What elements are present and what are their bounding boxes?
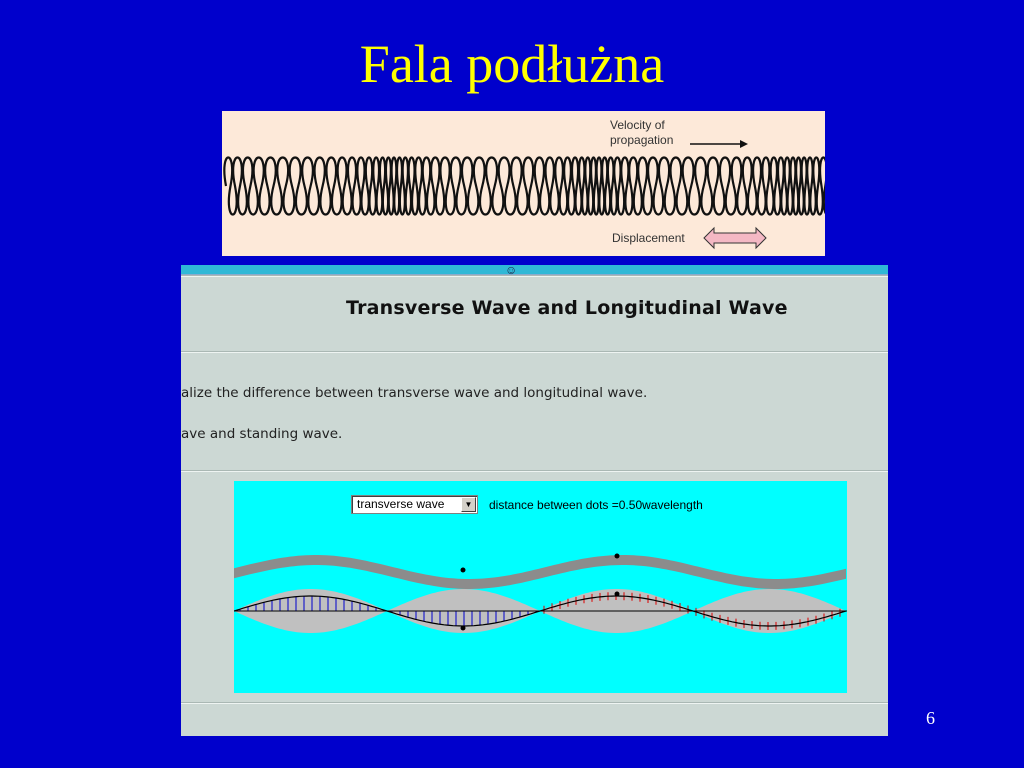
distance-label: distance between dots =0.50wavelength: [489, 498, 703, 512]
frame-topbar: [181, 265, 888, 275]
marker-dot: [460, 625, 466, 631]
displacement-arrow-icon: [703, 226, 767, 250]
displacement-label: Displacement: [612, 231, 685, 245]
velocity-label-line2: propagation: [610, 133, 674, 147]
divider: [181, 470, 888, 472]
spring-coil-graphic: [223, 140, 825, 250]
traveling-wave-band: [234, 555, 846, 589]
velocity-label-line1: Velocity of: [610, 118, 665, 132]
marker-dot: [614, 553, 620, 559]
wave-plot: [234, 553, 847, 633]
velocity-arrow-head: [740, 140, 748, 148]
description-line-2: ave and standing wave.: [181, 426, 343, 442]
wave-type-select[interactable]: transverse wave ▼: [351, 495, 478, 514]
applet-frame: ☺ Transverse Wave and Longitudinal Wave …: [181, 265, 888, 736]
description-line-1: alize the difference between transverse …: [181, 385, 648, 401]
marker-dot: [614, 591, 620, 597]
wave-simulation[interactable]: transverse wave ▼ distance between dots …: [234, 481, 847, 693]
marker-dot: [460, 567, 466, 573]
page-number: 6: [926, 708, 935, 728]
spring-coil: [223, 156, 825, 216]
applet-title: Transverse Wave and Longitudinal Wave: [346, 297, 788, 319]
divider: [181, 702, 888, 704]
divider: [181, 351, 888, 353]
wave-type-selected: transverse wave: [357, 497, 445, 511]
slide-title: Fala podłużna: [359, 34, 665, 94]
chevron-down-icon[interactable]: ▼: [461, 497, 476, 512]
spring-figure: Velocity of propagation Displacement: [222, 111, 825, 256]
frame-handle-icon[interactable]: ☺: [505, 265, 518, 277]
divider: [181, 275, 888, 277]
